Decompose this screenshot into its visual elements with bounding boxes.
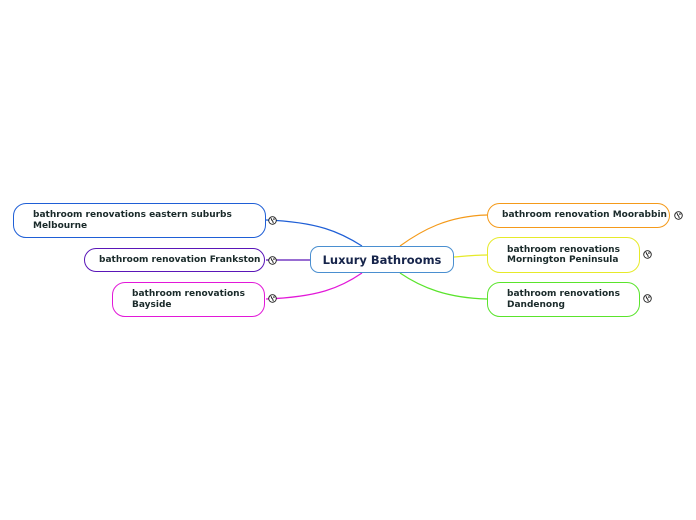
link-globe-icon[interactable] <box>268 294 277 303</box>
link-globe-icon[interactable] <box>268 256 277 265</box>
central-topic[interactable]: Luxury Bathrooms <box>310 246 454 273</box>
topic-bayside-label: bathroom renovations Bayside <box>132 289 245 310</box>
link-globe-icon[interactable] <box>643 294 652 303</box>
topic-dandenong[interactable]: bathroom renovations Dandenong <box>487 282 640 317</box>
connector-moorabbin <box>399 214 488 247</box>
topic-frankston-label: bathroom renovation Frankston <box>99 254 261 265</box>
connector-bayside <box>265 272 363 300</box>
topic-eastern-suburbs-label: bathroom renovations eastern suburbs Mel… <box>33 210 232 231</box>
link-globe-icon[interactable] <box>268 216 277 225</box>
topic-bayside[interactable]: bathroom renovations Bayside <box>112 282 265 317</box>
connector-dandenong <box>399 272 488 300</box>
topic-moorabbin-label: bathroom renovation Moorabbin <box>502 210 667 221</box>
connector-mornington <box>453 254 488 258</box>
topic-mornington-label: bathroom renovations Mornington Peninsul… <box>507 244 620 266</box>
central-topic-label: Luxury Bathrooms <box>322 252 442 267</box>
connector-eastern-suburbs <box>265 219 363 247</box>
link-globe-icon[interactable] <box>674 211 683 220</box>
topic-frankston[interactable]: bathroom renovation Frankston <box>84 248 265 272</box>
link-globe-icon[interactable] <box>643 250 652 259</box>
topic-dandenong-label: bathroom renovations Dandenong <box>507 289 620 310</box>
topic-moorabbin[interactable]: bathroom renovation Moorabbin <box>487 203 670 228</box>
topic-mornington[interactable]: bathroom renovations Mornington Peninsul… <box>487 237 640 273</box>
topic-eastern-suburbs[interactable]: bathroom renovations eastern suburbs Mel… <box>13 203 266 238</box>
